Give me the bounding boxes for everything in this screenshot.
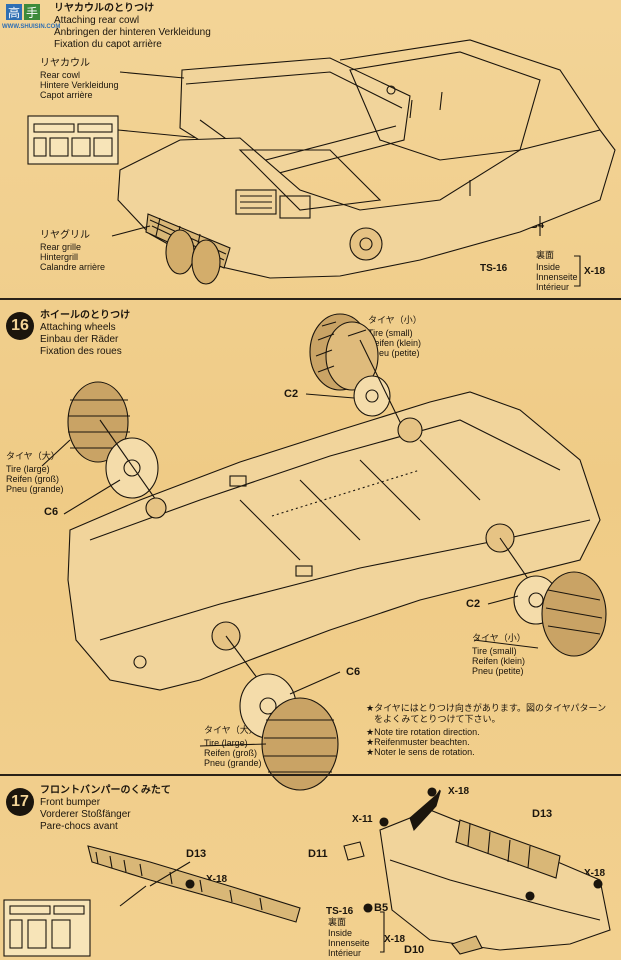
step15-title-en: Attaching rear cowl <box>54 15 140 26</box>
watermark-logo: 高 手 WWW.SHUISIN.COM <box>2 2 64 32</box>
tire-large-left-en: Tire (large) <box>6 464 50 474</box>
step16-title-en: Attaching wheels <box>40 322 116 333</box>
note-line-de: ★Reifenmuster beachten. <box>366 737 470 747</box>
rear-cowl-label-jp: リヤカウル <box>40 58 90 69</box>
note-line-fr: ★Noter le sens de rotation. <box>366 747 475 757</box>
step15-paint-inside-de: Innenseite <box>536 272 578 282</box>
tire-small-top-en: Tire (small) <box>368 328 413 338</box>
watermark-text: WWW.SHUISIN.COM <box>2 24 61 30</box>
step17-paint-code: TS-16 <box>326 906 354 917</box>
part-x18-top: X-18 <box>448 786 470 797</box>
svg-text:手: 手 <box>26 6 38 20</box>
step17-title-de: Vorderer Stoßfänger <box>40 809 131 820</box>
section-divider-2 <box>0 774 621 776</box>
rear-grille-label-fr: Calandre arrière <box>40 262 106 272</box>
step16-title-jp: ホイールのとりつけ <box>40 310 131 321</box>
svg-text:高: 高 <box>8 5 20 20</box>
step17-title-fr: Pare-chocs avant <box>40 821 118 832</box>
tire-small-right-en: Tire (small) <box>472 646 517 656</box>
tire-small-top-jp: タイヤ（小） <box>368 316 422 326</box>
step17-number-badge: 17 <box>6 788 34 816</box>
step15-paint-inside-fr: Intérieur <box>536 282 570 292</box>
rear-cowl-label-en: Rear cowl <box>40 70 81 80</box>
tire-small-top-fr: Pneu (petite) <box>368 348 420 358</box>
part-c2-top: C2 <box>284 388 299 400</box>
step15-title-de: Anbringen der hinteren Verkleidung <box>54 27 211 38</box>
rear-grille-label-de: Hintergrill <box>40 252 79 262</box>
note-line-1: ★タイヤにはとりつけ向きがあります。図のタイヤパターン <box>366 704 607 714</box>
tire-large-bottom-fr: Pneu (grande) <box>204 758 262 768</box>
step16-title-fr: Fixation des roues <box>40 346 122 357</box>
tire-large-left-jp: タイヤ（大） <box>6 452 60 462</box>
section-divider-1 <box>0 298 621 300</box>
part-x18-left: X-18 <box>206 874 228 885</box>
step15-title-fr: Fixation du capot arrière <box>54 39 162 50</box>
part-c6-left: C6 <box>44 506 59 518</box>
tire-small-right-jp: タイヤ（小） <box>472 634 526 644</box>
step17-paint-side-jp: 裏面 <box>328 918 347 928</box>
tire-small-top-de: Reifen (klein) <box>368 338 422 348</box>
step16-number-badge: 16 <box>6 312 34 340</box>
step15-title-jp: リヤカウルのとりつけ <box>54 3 155 14</box>
decal-sheet-step17 <box>3 899 91 957</box>
watermark-logo-graphic: 高 手 <box>6 4 40 20</box>
step17-title-en: Front bumper <box>40 797 101 808</box>
tire-large-left <box>67 381 167 519</box>
side-vent-part <box>409 790 442 832</box>
part-d11: D11 <box>308 848 328 860</box>
rear-cowl-label-de: Hintere Verkleidung <box>40 80 119 90</box>
part-d13-right: D13 <box>532 808 553 820</box>
front-bumper <box>379 809 611 951</box>
step16-title-de: Einbau der Räder <box>40 334 119 345</box>
part-x18-right: X-18 <box>584 868 606 879</box>
part-d13-left: D13 <box>186 848 207 860</box>
step17-paint-x18: X-18 <box>384 934 406 945</box>
step15-paint-inside-en: Inside <box>536 262 561 272</box>
decal-sheet <box>27 115 119 165</box>
part-x11-top: X-11 <box>352 814 373 825</box>
part-b5: B5 <box>374 902 389 914</box>
tire-large-bottom-jp: タイヤ（大） <box>204 726 258 736</box>
tire-large-left-fr: Pneu (grande) <box>6 484 64 494</box>
tire-small-right-de: Reifen (klein) <box>472 656 526 666</box>
part-x11-right: X-11 <box>540 888 561 899</box>
step15-diagram <box>27 39 616 287</box>
tire-large-bottom-de: Reifen (groß) <box>204 748 258 758</box>
part-c2-right: C2 <box>466 598 481 610</box>
rear-grille-label-jp: リヤグリル <box>40 230 90 241</box>
chassis-underside <box>67 391 601 691</box>
tire-small-right-fr: Pneu (petite) <box>472 666 524 676</box>
tire-large-left-de: Reifen (groß) <box>6 474 60 484</box>
tire-large-bottom-en: Tire (large) <box>204 738 248 748</box>
rear-grille-label-en: Rear grille <box>40 242 82 252</box>
part-c6-bottom: C6 <box>346 666 361 678</box>
step17-paint-inside-de: Innenseite <box>328 938 370 948</box>
note-line-en: ★Note tire rotation direction. <box>366 727 480 737</box>
step15-paint-side-jp: 裏面 <box>536 251 555 261</box>
step15-paint-code: TS-16 <box>480 263 508 274</box>
part-d10: D10 <box>404 944 425 956</box>
step17-title-jp: フロントバンパーのくみたて <box>40 785 171 796</box>
step17-paint-inside-en: Inside <box>328 928 353 938</box>
step15-paint-x18: X-18 <box>584 266 606 277</box>
note-line-2: をよくみてとりつけて下さい。 <box>374 715 501 725</box>
step17-paint-inside-fr: Intérieur <box>328 948 362 958</box>
mesh-grille-right <box>455 819 561 879</box>
rear-cowl-label-fr: Capot arrière <box>40 90 93 100</box>
